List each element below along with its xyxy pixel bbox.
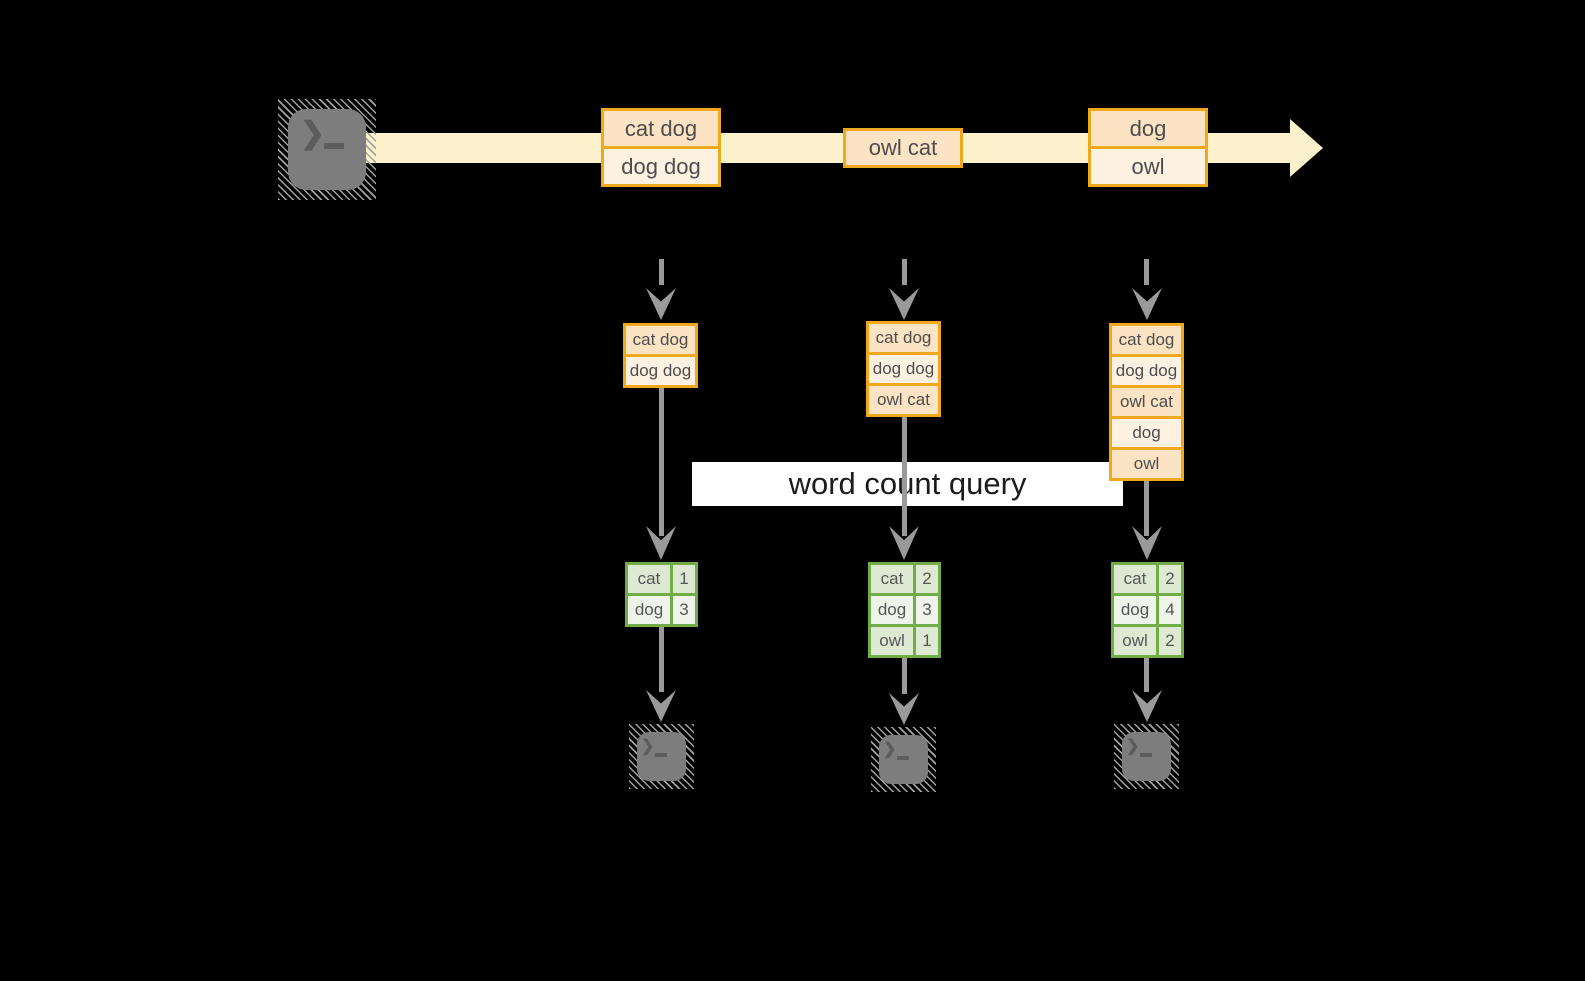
count-cell: 1 — [916, 627, 938, 655]
count-cell: 1 — [673, 565, 695, 593]
stream-batch-1: cat dog dog dog — [601, 108, 721, 187]
terminal-cursor-icon — [897, 756, 909, 760]
stream-batch-3: dog owl — [1088, 108, 1208, 187]
terminal-cursor-icon — [1140, 753, 1152, 757]
word-cell: owl — [1114, 627, 1156, 655]
state-row: cat dog — [1112, 326, 1181, 354]
dashed-arrow-line — [1144, 259, 1149, 285]
stream-batch-2: owl cat — [843, 128, 963, 168]
terminal-body: ❯ — [1122, 732, 1171, 781]
terminal-body: ❯ — [879, 735, 928, 784]
state-row: dog — [1112, 416, 1181, 447]
result-table-1: cat 1 dog 3 — [625, 562, 698, 627]
count-cell: 2 — [1159, 565, 1181, 593]
arrow-head-icon — [646, 690, 676, 722]
dashed-arrow-line — [659, 259, 664, 285]
message: dog — [1091, 111, 1205, 146]
result-table-3: cat 2 dog 4 owl 2 — [1111, 562, 1184, 658]
word-cell: dog — [871, 596, 913, 624]
sink-terminal-icon-3: ❯ — [1114, 724, 1179, 789]
terminal-body: ❯ — [288, 109, 366, 190]
word-cell: cat — [628, 565, 670, 593]
word-cell: dog — [628, 596, 670, 624]
word-cell: owl — [871, 627, 913, 655]
sink-terminal-icon-1: ❯ — [629, 724, 694, 789]
state-row: dog dog — [869, 352, 938, 383]
message: owl — [1091, 146, 1205, 184]
state-stack-1: cat dog dog dog — [623, 323, 698, 388]
arrow-line — [659, 627, 664, 692]
result-table-2: cat 2 dog 3 owl 1 — [868, 562, 941, 658]
dashed-arrow-head-icon — [1132, 288, 1162, 320]
count-cell: 2 — [1159, 627, 1181, 655]
count-cell: 4 — [1159, 596, 1181, 624]
word-cell: cat — [871, 565, 913, 593]
message: cat dog — [604, 111, 718, 146]
stream-arrow-head — [1290, 119, 1323, 177]
message: owl cat — [846, 131, 960, 165]
message: dog dog — [604, 146, 718, 184]
arrow-line — [902, 658, 907, 694]
state-row: cat dog — [869, 324, 938, 352]
dashed-arrow-line — [902, 259, 907, 285]
terminal-prompt-icon: ❯ — [883, 741, 897, 758]
sink-terminal-icon-2: ❯ — [871, 727, 936, 792]
state-row: owl cat — [1112, 385, 1181, 416]
arrow-line — [902, 417, 907, 536]
dashed-arrow-head-icon — [646, 288, 676, 320]
state-stack-2: cat dog dog dog owl cat — [866, 321, 941, 417]
query-label: word count query — [692, 462, 1123, 506]
count-cell: 3 — [673, 596, 695, 624]
count-cell: 3 — [916, 596, 938, 624]
arrow-line — [1144, 658, 1149, 692]
terminal-prompt-icon: ❯ — [1126, 738, 1140, 755]
arrow-line — [659, 388, 664, 536]
query-label-text: word count query — [788, 466, 1027, 501]
state-row: owl — [1112, 447, 1181, 478]
source-terminal-icon: ❯ — [278, 99, 376, 200]
word-cell: dog — [1114, 596, 1156, 624]
terminal-prompt-icon: ❯ — [641, 738, 655, 755]
arrow-head-icon — [889, 693, 919, 725]
state-row: cat dog — [626, 326, 695, 354]
dashed-arrow-head-icon — [889, 288, 919, 320]
terminal-body: ❯ — [637, 732, 686, 781]
terminal-prompt-icon: ❯ — [300, 117, 326, 150]
state-row: dog dog — [626, 354, 695, 385]
terminal-cursor-icon — [655, 753, 667, 757]
terminal-cursor-icon — [324, 143, 344, 149]
state-stack-3: cat dog dog dog owl cat dog owl — [1109, 323, 1184, 481]
arrow-line — [1144, 481, 1149, 536]
arrow-head-icon — [1132, 690, 1162, 722]
state-row: owl cat — [869, 383, 938, 414]
count-cell: 2 — [916, 565, 938, 593]
word-cell: cat — [1114, 565, 1156, 593]
state-row: dog dog — [1112, 354, 1181, 385]
